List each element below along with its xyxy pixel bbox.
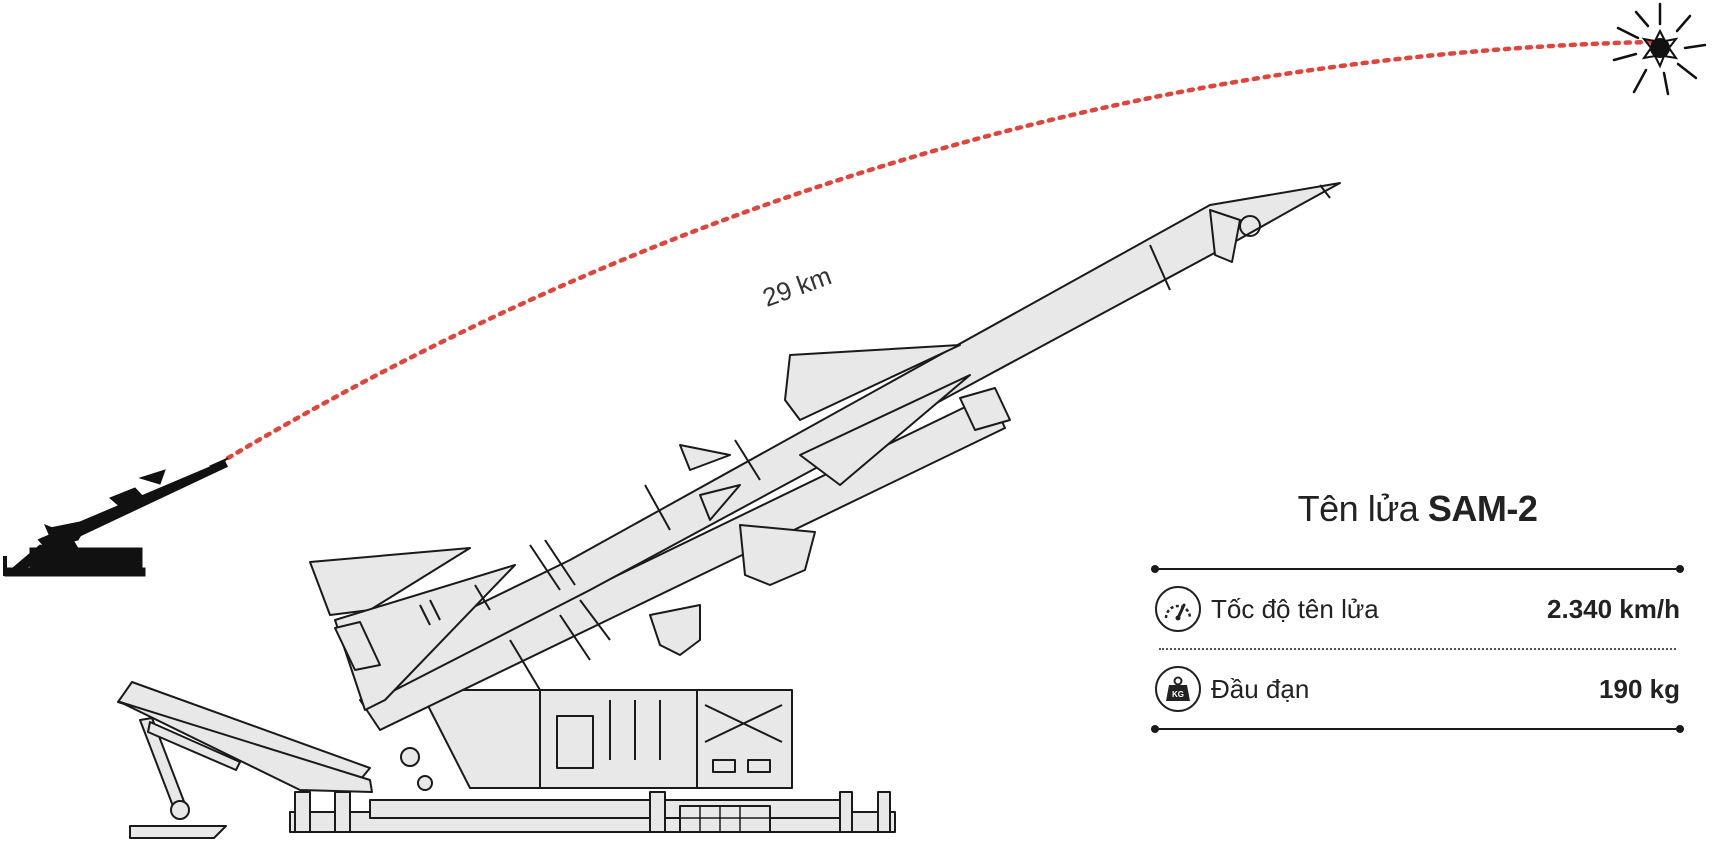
info-panel: Tên lửa SAM-2 Tốc độ tên lửa 2.340 km/h …	[1151, 488, 1684, 733]
warhead-label: Đầu đạn	[1211, 673, 1310, 704]
warhead-value: 190 kg	[1599, 673, 1680, 704]
top-divider	[1151, 565, 1684, 573]
small-launcher-silhouette	[3, 457, 229, 577]
speed-row: Tốc độ tên lửa 2.340 km/h	[1155, 570, 1680, 648]
sam2-missile	[309, 182, 1341, 731]
svg-text:KG: KG	[1172, 690, 1184, 699]
speedometer-icon	[1155, 586, 1201, 632]
explosion-icon	[1612, 2, 1707, 96]
speed-value: 2.340 km/h	[1547, 593, 1680, 624]
row-divider	[1159, 648, 1676, 650]
weight-kg-icon: KG	[1155, 666, 1201, 712]
title-prefix: Tên lửa	[1297, 488, 1419, 529]
speed-label: Tốc độ tên lửa	[1211, 593, 1379, 624]
bottom-divider	[1151, 725, 1684, 733]
warhead-row: KG Đầu đạn 190 kg	[1155, 650, 1680, 728]
distance-label: 29 km	[759, 260, 836, 312]
missile-name: SAM-2	[1427, 488, 1538, 529]
launcher-base	[117, 681, 896, 839]
missile-trajectory	[225, 39, 1653, 461]
panel-title: Tên lửa SAM-2	[1155, 488, 1680, 530]
